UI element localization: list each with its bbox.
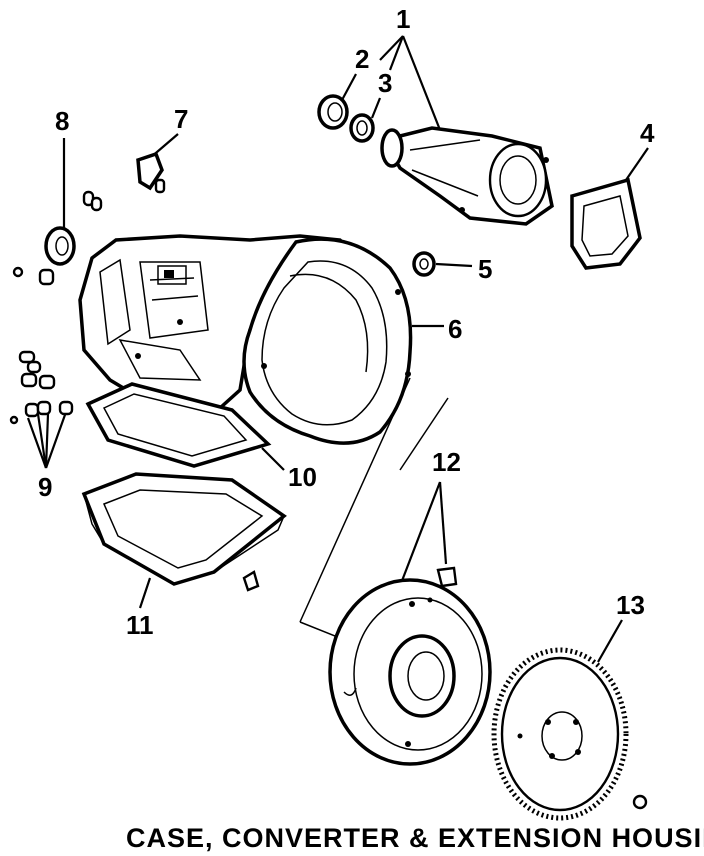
front-seal-part-8 (44, 190, 103, 266)
callout-11: 11 (126, 610, 154, 640)
callout-5: 5 (478, 254, 492, 284)
oil-pan-part-11 (81, 472, 287, 592)
callout-3: 3 (378, 68, 392, 98)
callout-10: 10 (288, 462, 317, 492)
fittings-left (9, 266, 74, 425)
diagram-caption: CASE, CONVERTER & EXTENSION HOUSING (126, 823, 704, 853)
callout-9: 9 (38, 472, 52, 502)
callout-2: 2 (355, 44, 369, 74)
pan-gasket-part-10 (85, 382, 272, 468)
extension-housing-part-1 (380, 126, 554, 226)
seal-part-5 (412, 251, 436, 277)
seal-part-2 (317, 94, 349, 130)
callout-13: 13 (616, 590, 645, 620)
callout-7: 7 (174, 104, 188, 134)
callout-6: 6 (448, 314, 462, 344)
sensor-part-7 (136, 151, 166, 194)
callout-1: 1 (396, 4, 410, 34)
callout-8: 8 (55, 106, 69, 136)
transmission-case-part-6 (78, 234, 413, 445)
callout-12: 12 (432, 447, 461, 477)
bushing-part-3 (349, 113, 375, 143)
gasket-part-4 (570, 177, 642, 270)
torque-converter-part-12 (328, 566, 492, 766)
flywheel-part-13 (491, 647, 648, 821)
callout-4: 4 (640, 118, 655, 148)
